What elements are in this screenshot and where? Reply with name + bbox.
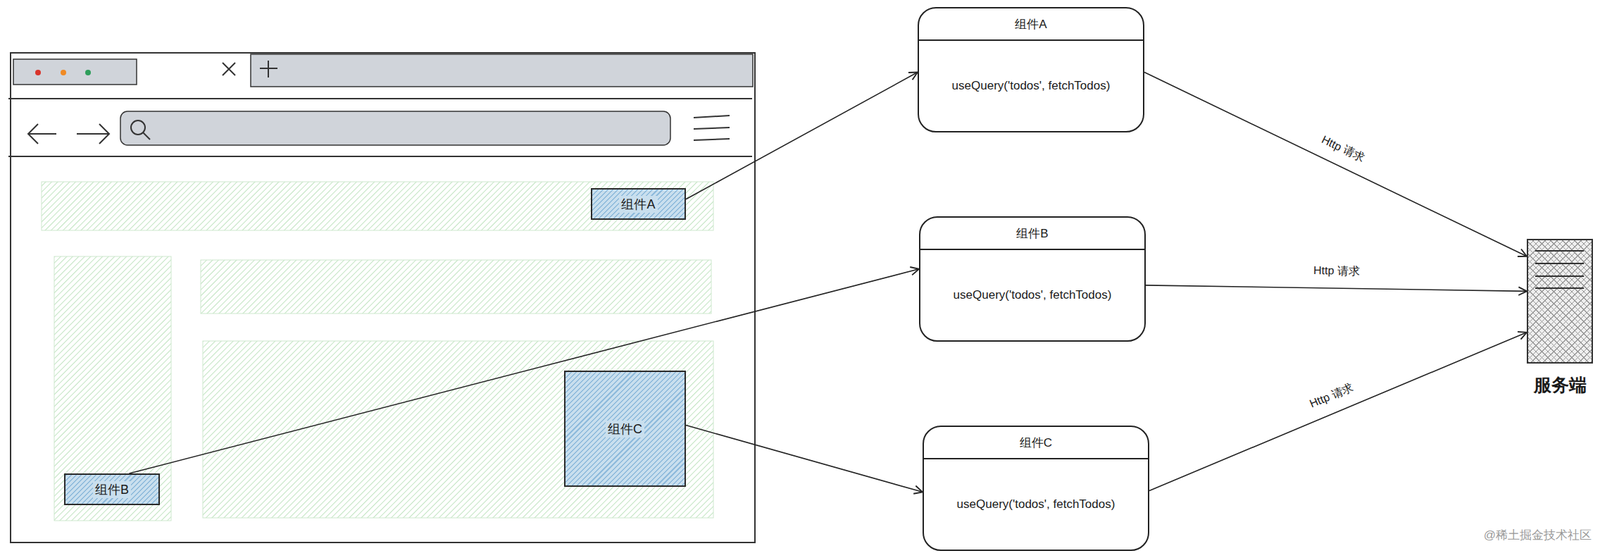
- server-node: 服务端: [1526, 238, 1593, 364]
- card-body: useQuery('todos', fetchTodos): [919, 40, 1143, 131]
- plus-icon: [259, 60, 278, 78]
- card-header: 组件B: [920, 217, 1145, 250]
- card-header: 组件C: [923, 426, 1148, 460]
- card-title: 组件A: [1014, 16, 1047, 33]
- edge-label: Http 请求: [1316, 130, 1370, 167]
- request-arrow: [1145, 285, 1527, 291]
- window-dot: [85, 69, 91, 76]
- component-label: 组件A: [619, 195, 658, 213]
- browser-tab: [13, 59, 137, 85]
- request-arrow: [128, 269, 920, 474]
- content-region: [202, 340, 714, 518]
- address-bar: [120, 111, 671, 146]
- browser-frame: [10, 52, 755, 543]
- divider-line: [8, 155, 753, 158]
- watermark: @稀土掘金技术社区: [1483, 526, 1592, 543]
- code-text: useQuery('todos', fetchTodos): [953, 288, 1112, 303]
- divider-line: [8, 97, 753, 100]
- card-body: useQuery('todos', fetchTodos): [923, 459, 1148, 550]
- window-dot: [60, 69, 67, 76]
- new-tab-bar: [250, 54, 753, 87]
- forward-arrow: [76, 123, 110, 144]
- request-arrow: [1149, 332, 1527, 491]
- server-line: [1535, 262, 1584, 265]
- component-card: 组件A useQuery('todos', fetchTodos): [917, 7, 1145, 133]
- header-region: [41, 181, 714, 231]
- component-label: 组件B: [92, 480, 131, 498]
- code-text: useQuery('todos', fetchTodos): [957, 497, 1116, 512]
- sidebar-region: [54, 256, 172, 521]
- banner-region: [200, 259, 712, 314]
- edge-label: Http 请求: [1310, 263, 1363, 279]
- card-title: 组件B: [1016, 225, 1048, 242]
- code-text: useQuery('todos', fetchTodos): [952, 78, 1111, 93]
- card-body: useQuery('todos', fetchTodos): [920, 250, 1145, 341]
- component-box: 组件A: [590, 188, 686, 220]
- component-box: 组件B: [64, 473, 160, 505]
- server-line: [1535, 287, 1584, 289]
- search-icon: [142, 132, 150, 140]
- server-caption: 服务端: [1533, 373, 1587, 397]
- edge-label: Http 请求: [1304, 378, 1359, 413]
- request-arrow: [685, 72, 918, 200]
- server-lines: [1528, 240, 1592, 362]
- card-header: 组件A: [919, 8, 1143, 41]
- back-arrow: [28, 123, 57, 144]
- component-card: 组件B useQuery('todos', fetchTodos): [919, 216, 1146, 342]
- menu-icon: [693, 115, 730, 141]
- server-line: [1535, 250, 1584, 252]
- request-arrow: [1144, 72, 1527, 257]
- component-card: 组件C useQuery('todos', fetchTodos): [922, 425, 1150, 551]
- component-label: 组件C: [605, 420, 645, 438]
- component-box: 组件C: [564, 370, 686, 487]
- close-icon: [222, 62, 236, 76]
- request-arrow: [685, 425, 923, 493]
- card-title: 组件C: [1019, 434, 1053, 451]
- window-dot: [35, 69, 41, 76]
- server-line: [1535, 275, 1584, 277]
